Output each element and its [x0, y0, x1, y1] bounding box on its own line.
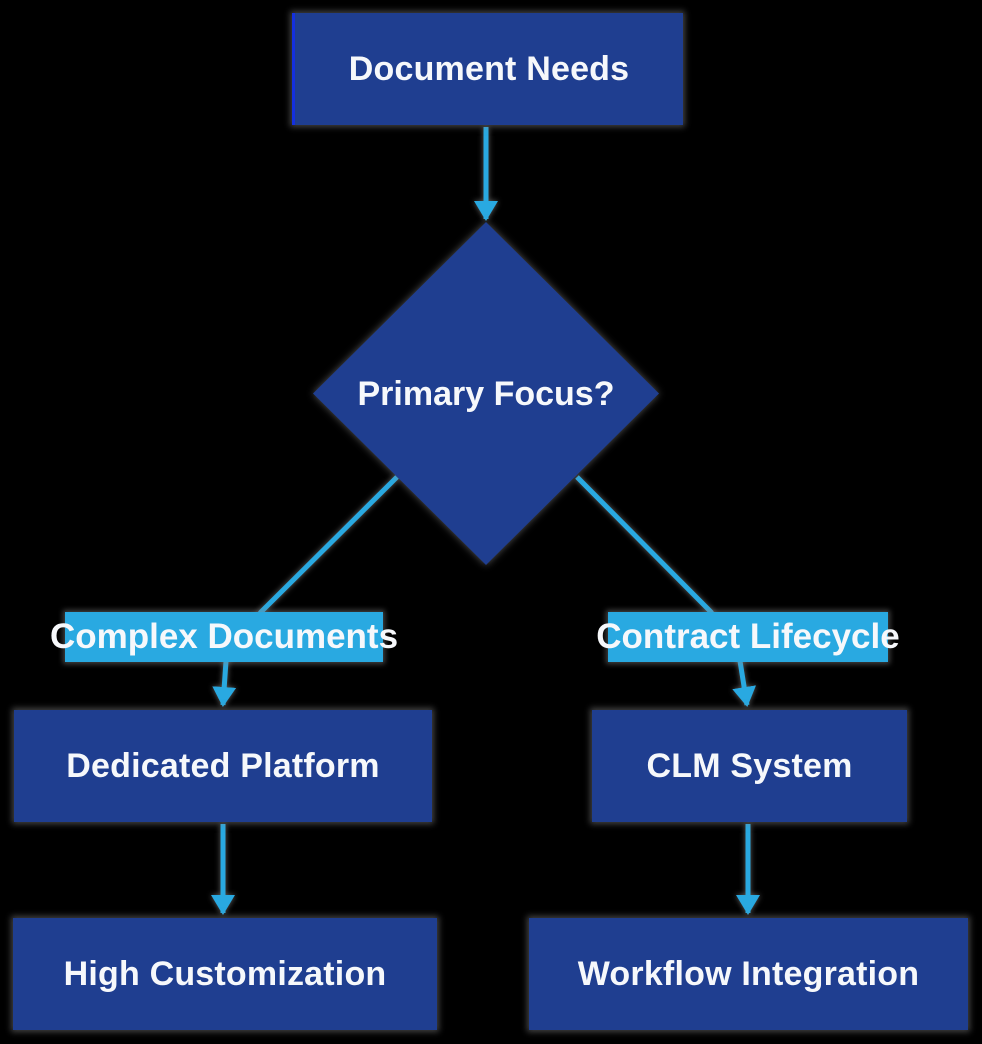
- decision-diamond-shape: [313, 222, 659, 565]
- node-workflow-integration: Workflow Integration: [529, 918, 968, 1030]
- edge-label-complex-documents: Complex Documents: [50, 612, 398, 662]
- node-primary-focus: Primary Focus?: [316, 372, 656, 416]
- node-document-needs: Document Needs: [292, 13, 683, 125]
- edge-label-contract-lifecycle: Contract Lifecycle: [596, 612, 900, 662]
- node-workflow-integration-label: Workflow Integration: [577, 954, 920, 993]
- edge-label-complex-documents-text: Complex Documents: [49, 617, 399, 656]
- node-clm-system: CLM System: [592, 710, 907, 822]
- node-clm-system-label: CLM System: [646, 746, 853, 785]
- edge-primary-focus-to-clm-system: [575, 475, 757, 707]
- node-dedicated-platform-label: Dedicated Platform: [66, 746, 380, 785]
- node-document-needs-label: Document Needs: [348, 49, 630, 88]
- edge-primary-focus-to-dedicated-platform: [212, 475, 399, 707]
- node-dedicated-platform: Dedicated Platform: [14, 710, 432, 822]
- node-primary-focus-label: Primary Focus?: [357, 374, 615, 413]
- edge-label-contract-lifecycle-text: Contract Lifecycle: [596, 617, 900, 656]
- node-high-customization-label: High Customization: [63, 954, 387, 993]
- node-high-customization: High Customization: [13, 918, 437, 1030]
